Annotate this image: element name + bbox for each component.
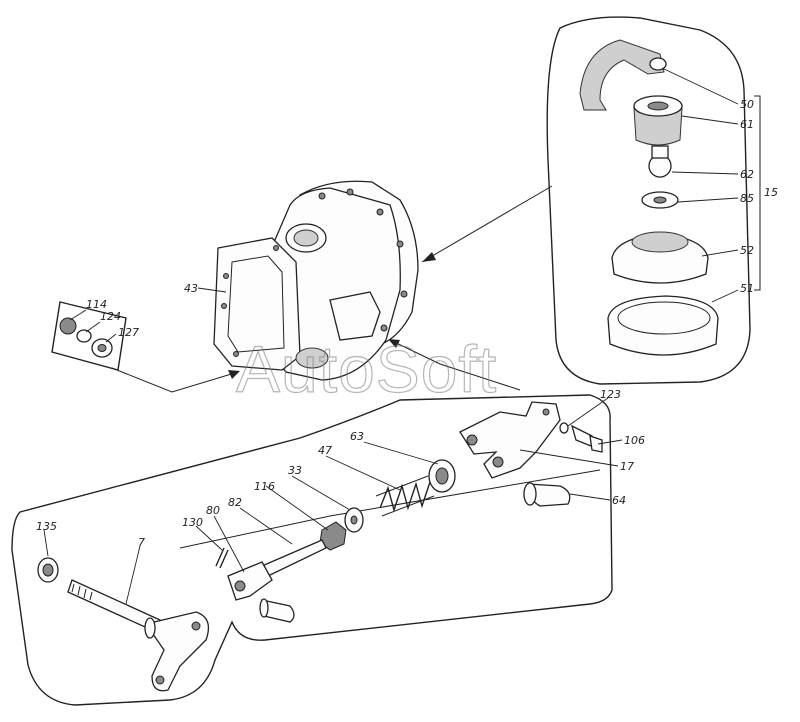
callout-82: 82 <box>228 496 242 509</box>
part-127-hole <box>97 344 107 352</box>
callout-47: 47 <box>318 444 332 457</box>
part-130-cotter <box>215 547 229 569</box>
callout-64: 64 <box>612 494 626 507</box>
part-51-inner <box>617 301 711 335</box>
linkage-group-frame <box>11 394 613 706</box>
callout-61: 61 <box>740 118 754 131</box>
bolt-hole <box>273 245 279 251</box>
assembly-arrows <box>111 185 553 393</box>
arrow-linkage-to-housing <box>389 339 521 391</box>
part-85-hole <box>653 196 667 204</box>
callout-51: 51 <box>740 282 754 295</box>
part-135-hole <box>42 563 54 577</box>
part-61-nut <box>633 107 683 146</box>
part-114-nut <box>59 317 77 335</box>
bolt-hole <box>400 290 408 298</box>
part-82-rod <box>261 539 327 577</box>
callout-33: 33 <box>288 464 302 477</box>
part-124-washer <box>76 329 92 343</box>
housing-front-flange <box>213 237 301 371</box>
part-7-lever <box>144 611 210 692</box>
callout-52: 52 <box>740 244 754 257</box>
callout-7: 7 <box>138 536 145 549</box>
callout-135: 135 <box>36 520 57 533</box>
housing-boss <box>295 347 329 369</box>
housing-port-inner <box>293 229 319 247</box>
part-7-thread <box>71 583 93 601</box>
part-80-pin <box>261 599 295 623</box>
callout-106: 106 <box>624 434 645 447</box>
callout-114: 114 <box>86 298 107 311</box>
part-17-hole <box>492 456 504 468</box>
linkage-inner-boundary <box>179 469 601 549</box>
nut-parts <box>59 317 113 358</box>
part-17-bracket <box>459 401 561 479</box>
part-64-end <box>523 482 537 506</box>
part-33-hole <box>350 515 358 525</box>
callout-124: 124 <box>100 310 121 323</box>
bolt-hole <box>346 188 354 196</box>
callout-116: 116 <box>254 480 275 493</box>
detail-group-frame <box>546 16 751 385</box>
part-63-hole <box>435 467 449 485</box>
bolt-hole <box>396 240 404 248</box>
watermark: AutoSoft <box>236 332 497 406</box>
leader-lines <box>43 67 761 605</box>
part-82-eye <box>234 580 246 592</box>
part-51-ring <box>607 295 719 356</box>
callout-labels: 50 61 62 85 15 52 51 43 114 124 127 123 … <box>36 98 778 549</box>
part-62-stem <box>651 145 669 159</box>
callout-127: 127 <box>118 326 139 339</box>
callout-85: 85 <box>740 192 754 205</box>
part-50-eye <box>649 57 667 71</box>
housing-43 <box>213 180 419 381</box>
part-80-head <box>259 598 269 618</box>
part-7-collar <box>144 617 156 639</box>
callout-43: 43 <box>184 282 198 295</box>
detail-parts <box>579 39 719 356</box>
bolt-hole <box>221 303 227 309</box>
part-17-hole <box>542 408 550 416</box>
part-52-bore <box>631 231 689 253</box>
arrowhead-detail <box>422 252 436 262</box>
callout-17: 17 <box>620 460 634 473</box>
part-17-hole <box>466 434 478 446</box>
part-106-head <box>589 435 603 453</box>
housing-lug <box>329 291 381 341</box>
arrow-nut-to-housing <box>111 367 239 393</box>
bolt-hole <box>376 208 384 216</box>
part-50-arm <box>579 39 665 111</box>
part-82-rod-end <box>227 561 273 601</box>
bolt-hole <box>233 351 239 357</box>
arrowhead-linkage <box>388 339 400 348</box>
callout-123: 123 <box>600 388 621 401</box>
part-47-spring <box>375 475 435 517</box>
housing-front-opening <box>227 255 285 353</box>
callout-15: 15 <box>764 186 778 199</box>
arrow-detail-to-housing <box>421 185 553 263</box>
part-7-hole <box>191 621 201 631</box>
callout-130: 130 <box>182 516 203 529</box>
bolt-hole <box>318 192 326 200</box>
callout-80: 80 <box>206 504 220 517</box>
linkage-parts <box>37 401 603 692</box>
arrowhead-nut <box>228 370 240 379</box>
callout-63: 63 <box>350 430 364 443</box>
group-outlines <box>11 16 751 706</box>
bolt-hole <box>223 273 229 279</box>
bolt-hole <box>380 324 388 332</box>
callout-62: 62 <box>740 168 754 181</box>
bracket-15 <box>754 95 761 291</box>
part-7-hole <box>155 675 165 685</box>
callout-50: 50 <box>740 98 754 111</box>
part-123-washer <box>559 422 569 434</box>
part-61-bore <box>647 101 669 111</box>
